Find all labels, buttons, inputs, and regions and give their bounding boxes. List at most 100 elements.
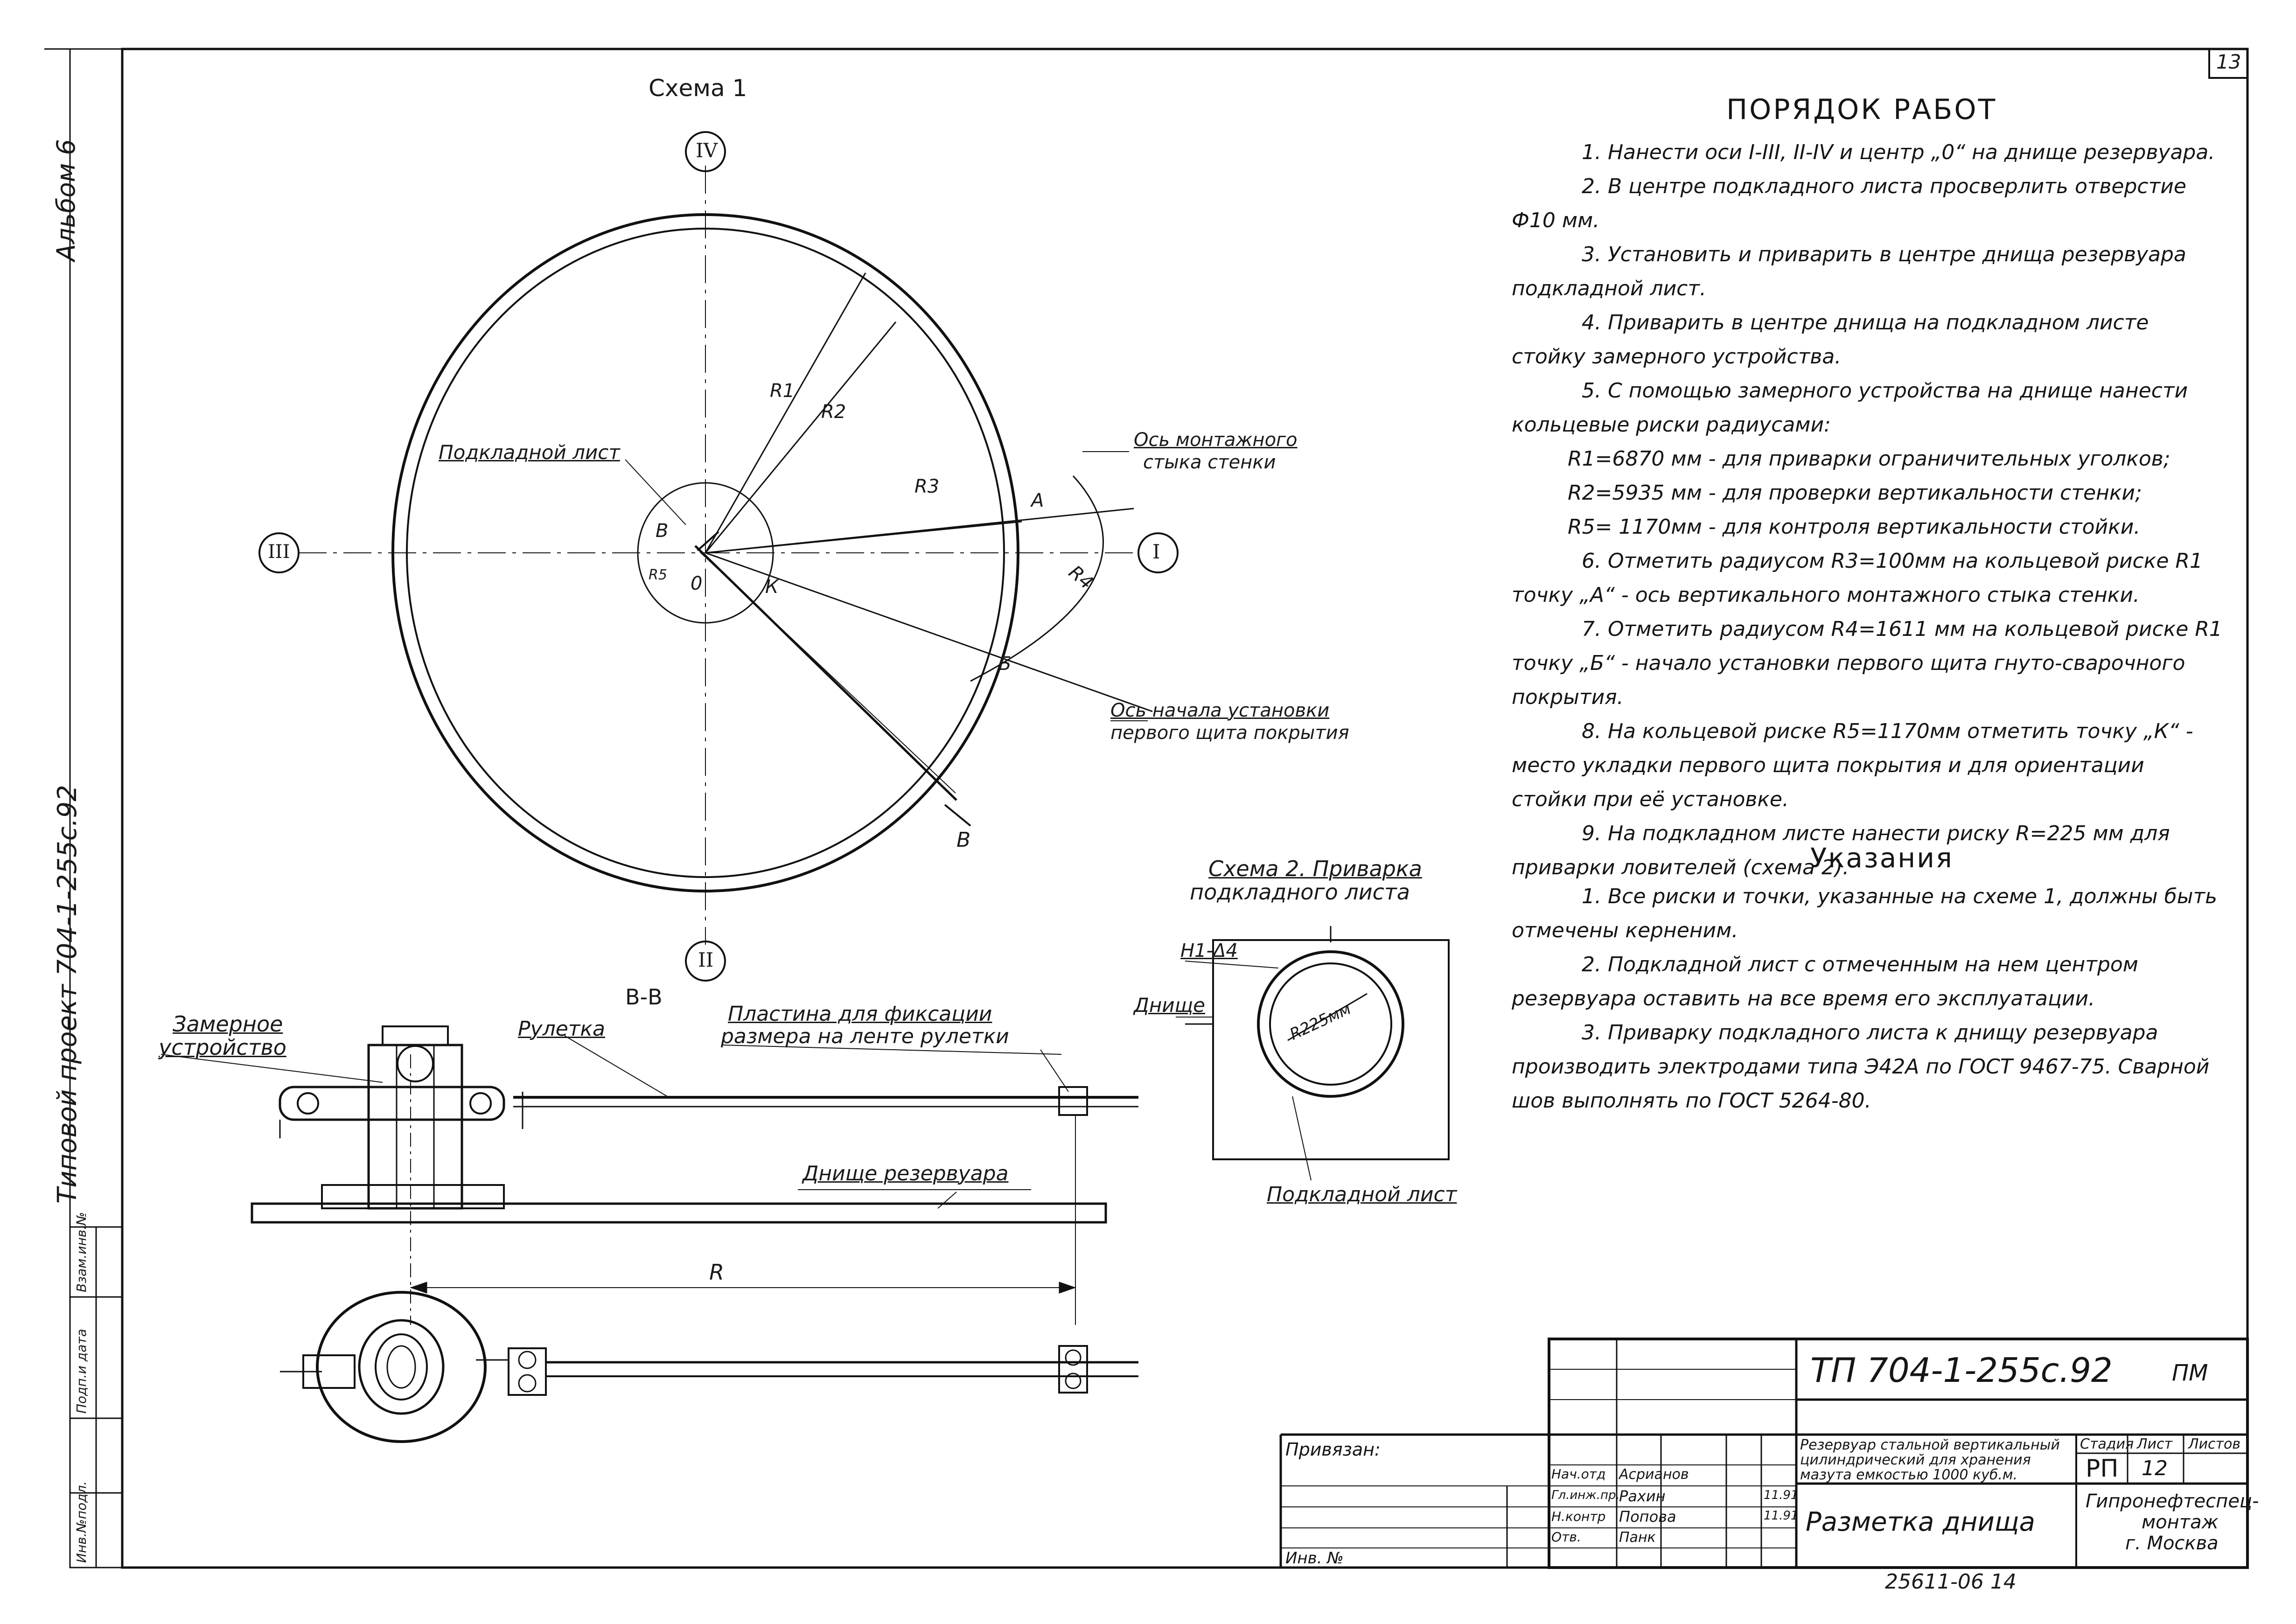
measuring-post [367, 1044, 463, 1210]
work-step: 3. Установить и приварить в центре днища… [1512, 243, 2186, 300]
axis-joint-line [705, 508, 1134, 554]
axis-start-label-2: первого щита покрытия [1110, 722, 1349, 744]
title-block-sheet-type: ПМ [2172, 1360, 2208, 1386]
section-title: В-В [625, 984, 663, 1010]
radius-r1 [705, 272, 866, 553]
axis-bubble-IV [685, 131, 726, 172]
date-2: 11.91 [1764, 1509, 1799, 1523]
scheme2-bottom-label: Днище [1134, 994, 1205, 1017]
page-number: 13 [2216, 50, 2241, 73]
axis-bubble-II [685, 941, 726, 982]
date-1: 11.91 [1764, 1488, 1799, 1502]
person-2: Рахин [1619, 1487, 1666, 1505]
plate-fix-label-2: размера на ленте рулетки [721, 1025, 1009, 1048]
scheme2-title-1: Схема 2. Приварка [1208, 856, 1422, 881]
label-r3: R3 [914, 476, 940, 497]
axis-start-line [705, 552, 1153, 712]
plate-fix-label-1: Пластина для фиксации [728, 1002, 992, 1026]
role-2: Гл.инж.пр. [1551, 1488, 1620, 1502]
point-o: 0 [691, 573, 703, 594]
notes-title: Указания [1810, 842, 1954, 874]
person-4: Панк [1619, 1529, 1656, 1546]
point-v: В [656, 520, 669, 542]
scheme1-title: Схема 1 [649, 75, 747, 102]
clamp-arm [279, 1086, 505, 1121]
scheme2-title-2: подкладного листа [1190, 879, 1410, 905]
axis-bubble-III [258, 532, 300, 573]
label-r1: R1 [770, 380, 795, 402]
note-item: 3. Приварку подкладного листа к днищу ре… [1512, 1021, 2210, 1113]
note-item: 1. Все риски и точки, указанные на схеме… [1512, 885, 2218, 942]
work-step: 9. На подкладном листе нанести риску R=2… [1512, 822, 2170, 879]
section-bb-drawing [161, 1025, 1138, 1443]
work-step: 2. В центре подкладного листа просверлит… [1512, 174, 2186, 232]
point-b: Б [998, 653, 1012, 675]
description-line-2: цилиндрический для хранения [1800, 1452, 2031, 1468]
tape-label: Рулетка [518, 1017, 605, 1041]
radius-r2 [705, 321, 897, 553]
section-mark-v: В [956, 828, 971, 852]
work-step: 5. С помощью замерного устройства на дни… [1512, 379, 2188, 437]
label-r5: R5 [649, 567, 667, 583]
scheme2-plate-label: Подкладной лист [1267, 1183, 1457, 1206]
org-line-3: г. Москва [2125, 1533, 2219, 1554]
label-r2: R2 [821, 401, 846, 423]
weld-label: Н1-Δ4 [1180, 940, 1238, 962]
role-1: Нач.отд [1551, 1466, 1606, 1482]
role-4: Отв. [1551, 1529, 1581, 1545]
axis-start-label-1: Ось начала установки [1110, 700, 1330, 721]
description-line-3: мазута емкостью 1000 куб.м. [1800, 1467, 2018, 1483]
work-order-title: ПОРЯДОК РАБОТ [1726, 93, 1997, 126]
stage-value: РП [2086, 1455, 2119, 1483]
measuring-label-2: устройство [159, 1035, 286, 1060]
note-item: 2. Подкладной лист с отмеченным на нем ц… [1512, 953, 2138, 1011]
plate-label: Подкладной лист [439, 441, 620, 464]
page-number-box [2208, 48, 2248, 79]
sheets-header: Листов [2188, 1436, 2241, 1452]
sheet-header: Лист [2137, 1436, 2173, 1452]
work-step: 8. На кольцевой риске R5=1170мм отметить… [1512, 719, 2193, 811]
side-stamp-1: Взам.инв.№ [74, 1212, 89, 1292]
org-line-1: Гипронефтеспец- [2086, 1491, 2259, 1512]
axis-label-III: III [268, 541, 290, 563]
stage-header: Стадия [2080, 1436, 2134, 1452]
scheme2-plate [1176, 926, 1450, 1181]
person-1: Асрианов [1619, 1466, 1689, 1483]
weld-ring-inner [1269, 962, 1392, 1086]
axis-label-I: I [1152, 540, 1160, 563]
weld-ring-outer [1257, 950, 1404, 1098]
point-k: К [765, 576, 779, 598]
description-line-1: Резервуар стальной вертикальный [1800, 1437, 2060, 1453]
role-3: Н.контр [1551, 1509, 1606, 1524]
arc-r4 [970, 475, 1104, 682]
project-label: Типовой проект 704-1-255с.92 [52, 785, 83, 1204]
scheme1-tank-plan [258, 131, 1179, 982]
work-step-radius: R1=6870 мм - для приварки ограничительны… [1568, 447, 2170, 471]
work-step: 7. Отметить радиусом R4=1611 мм на кольц… [1512, 617, 2222, 709]
work-step: 1. Нанести оси I-III, II-IV и центр „0“ … [1582, 140, 2215, 164]
inv-label: Инв. № [1285, 1549, 1344, 1568]
point-a: А [1031, 490, 1044, 511]
measuring-label-1: Замерное [173, 1011, 283, 1037]
bottom-label: Днище резервуара [803, 1162, 1009, 1185]
axis-label-II: II [698, 948, 714, 971]
album-label: Альбом 6 [51, 139, 81, 261]
work-step: 6. Отметить радиусом R3=100мм на кольцев… [1512, 549, 2203, 607]
axis-label-IV: IV [696, 139, 718, 162]
clamp-plan-outer [316, 1291, 487, 1443]
bottom-plate [251, 1202, 1107, 1224]
plate-square [1212, 939, 1450, 1160]
dim-label-r: R [709, 1260, 724, 1285]
notes-list: 1. Все риски и точки, указанные на схеме… [1512, 879, 2226, 1118]
axis-joint-label-2: стыка стенки [1143, 452, 1276, 473]
work-step-radius: R2=5935 мм - для проверки вертикальности… [1568, 481, 2142, 505]
sheet-value: 12 [2142, 1457, 2168, 1480]
title-block-grid [1279, 1338, 2249, 1569]
title-block-code: ТП 704-1-255с.92 [1810, 1351, 2113, 1390]
work-step: 4. Приварить в центре днища на подкладно… [1512, 311, 2149, 369]
side-stamp [69, 1226, 123, 1568]
side-stamp-3: Инв.№подл. [74, 1481, 89, 1563]
axis-joint-label-1: Ось монтажного [1134, 429, 1298, 451]
axis-bubble-I [1138, 532, 1179, 573]
